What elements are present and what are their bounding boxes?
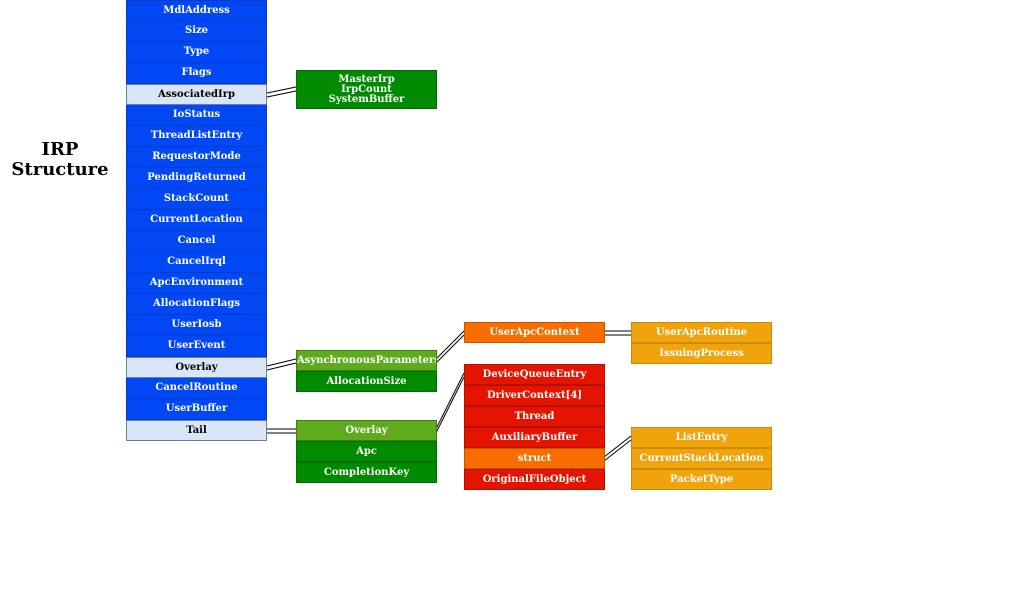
field-userevent[interactable]: UserEvent — [126, 336, 267, 357]
async-userapccontext[interactable]: UserApcContext — [464, 322, 605, 343]
tailoverlay-struct[interactable]: struct — [464, 448, 605, 469]
field-size[interactable]: Size — [126, 21, 267, 42]
tail-completionkey[interactable]: CompletionKey — [296, 462, 437, 483]
tailoverlay-drivercontext[interactable]: DriverContext[4] — [464, 385, 605, 406]
diagram-title: IRP Structure — [10, 140, 110, 180]
title-line-1: IRP — [41, 139, 79, 160]
field-overlay[interactable]: Overlay — [126, 357, 267, 378]
field-pendingreturned[interactable]: PendingReturned — [126, 168, 267, 189]
struct-packettype[interactable]: PacketType — [631, 469, 772, 490]
connector-struct — [603, 435, 632, 458]
tailoverlay-auxiliarybuffer[interactable]: AuxiliaryBuffer — [464, 427, 605, 448]
field-threadlistentry[interactable]: ThreadListEntry — [126, 126, 267, 147]
field-flags[interactable]: Flags — [126, 63, 267, 84]
connector-tail-overlay — [435, 372, 465, 430]
field-cancelirql[interactable]: CancelIrql — [126, 252, 267, 273]
field-iostatus[interactable]: IoStatus — [126, 105, 267, 126]
tail-apc[interactable]: Apc — [296, 441, 437, 462]
union-irpcount: IrpCount — [341, 84, 392, 95]
associatedirp-union-box[interactable]: MasterIrp IrpCount SystemBuffer — [296, 70, 437, 109]
field-requestormode[interactable]: RequestorMode — [126, 147, 267, 168]
field-cancel[interactable]: Cancel — [126, 231, 267, 252]
overlay-asynchronousparameters[interactable]: AsynchronousParameters — [296, 350, 437, 371]
field-type[interactable]: Type — [126, 42, 267, 63]
connector-overlay — [266, 358, 297, 367]
field-allocationflags[interactable]: AllocationFlags — [126, 294, 267, 315]
struct-listentry[interactable]: ListEntry — [631, 427, 772, 448]
union-systembuffer: SystemBuffer — [328, 94, 405, 105]
tail-column: Overlay Apc CompletionKey — [296, 420, 437, 483]
field-stackcount[interactable]: StackCount — [126, 189, 267, 210]
connector-async-params — [435, 330, 465, 360]
union-masterirp: MasterIrp — [338, 74, 395, 85]
title-line-2: Structure — [11, 159, 109, 180]
connector-associatedirp — [266, 86, 297, 94]
tail-overlay-column: DeviceQueueEntry DriverContext[4] Thread… — [464, 364, 605, 490]
irp-fields-column: MdlAddress Size Type Flags AssociatedIrp… — [126, 0, 267, 441]
field-associatedirp[interactable]: AssociatedIrp — [126, 84, 267, 105]
tail-struct-column: ListEntry CurrentStackLocation PacketTyp… — [631, 427, 772, 490]
user-apc-column: UserApcRoutine IssuingProcess — [631, 322, 772, 364]
field-useriosb[interactable]: UserIosb — [126, 315, 267, 336]
overlay-column: AsynchronousParameters AllocationSize — [296, 350, 437, 392]
field-tail[interactable]: Tail — [126, 420, 267, 441]
field-userbuffer[interactable]: UserBuffer — [126, 399, 267, 420]
field-cancelroutine[interactable]: CancelRoutine — [126, 378, 267, 399]
tailoverlay-devicequeueentry[interactable]: DeviceQueueEntry — [464, 364, 605, 385]
tail-overlay[interactable]: Overlay — [296, 420, 437, 441]
tailoverlay-originalfileobject[interactable]: OriginalFileObject — [464, 469, 605, 490]
struct-currentstacklocation[interactable]: CurrentStackLocation — [631, 448, 772, 469]
field-currentlocation[interactable]: CurrentLocation — [126, 210, 267, 231]
userapc-userapcroutine[interactable]: UserApcRoutine — [631, 322, 772, 343]
field-apcenvironment[interactable]: ApcEnvironment — [126, 273, 267, 294]
async-params-column: UserApcContext — [464, 322, 605, 343]
overlay-allocationsize[interactable]: AllocationSize — [296, 371, 437, 392]
field-mdladdress[interactable]: MdlAddress — [126, 0, 267, 21]
userapc-issuingprocess[interactable]: IssuingProcess — [631, 343, 772, 364]
tailoverlay-thread[interactable]: Thread — [464, 406, 605, 427]
